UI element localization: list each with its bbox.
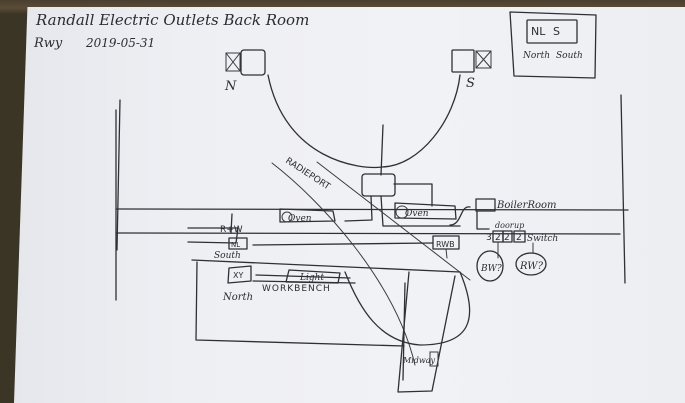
north-under-label: North [222,292,253,303]
outlet-south-label: S [466,76,475,91]
outlet-north-label: N [224,79,237,94]
legend-label-left: North [522,51,550,61]
rwb-box-label: RWB [436,240,455,249]
boiler-room-label: BoilerRoom [496,200,557,211]
midway-box-label: Midway [402,356,435,365]
workbench-label: WORKBENCH [262,284,331,294]
circle-rw-label: RW? [519,261,544,272]
boiler-room: BoilerRoom [449,198,557,230]
cable-north-south [267,74,461,169]
paper-sheet [14,7,685,403]
legend-symbol-right: S [553,25,560,38]
circle-bw-label: BW? [480,264,502,274]
outlet-south: S [451,49,492,91]
light-box: Light WORKBENCH [262,269,341,294]
radiator-pipe-line [271,162,416,366]
oven-left: Oven [279,208,336,224]
author-initials: Rwy [33,36,63,51]
wall-right-vertical [620,94,626,284]
legend-label-right: South [556,51,583,61]
cable-drop [380,124,384,176]
outlet-north: N [224,49,266,94]
rw-box-sub-label: NL [231,241,240,249]
switch-label: Switch [527,234,558,244]
diagonal-pipe-line [316,161,471,281]
circle-rw: RW? [515,242,547,276]
sketch-title: Randall Electric Outlets Back Room [35,11,309,29]
legend-symbol-left: NL [531,25,546,38]
xy-box: XY North [222,265,253,303]
wall-top-horizontal [115,208,629,211]
switch-prefix: 3 [486,233,492,243]
switch-left-num-2: 2 [504,233,510,243]
midway-box: Midway [397,271,456,393]
switch-left-num: 2 [495,233,501,243]
legend-box: NL S North South [509,11,597,79]
south-under-label: South [214,251,241,261]
switch-right-num: 2 [516,233,522,243]
circle-bw: BW? [476,242,504,282]
oven-right: Oven [394,202,457,220]
light-box-label: Light [299,273,324,283]
rw-box: R+W NL South [187,213,434,261]
oven-right-label: Oven [405,209,429,219]
switch-group: door up 3 2 2 2 Switch [486,221,558,244]
rwb-box: RWB [432,235,460,259]
xy-box-label: XY [233,271,243,280]
radiator-pipe-label: RADIEPORT [283,156,332,192]
junction-box [361,173,396,197]
door-sub-label: up [514,221,524,230]
door-label: door [495,221,515,230]
rw-box-label: R+W [220,225,243,235]
sketch-date: 2019-05-31 [85,36,155,50]
wall-bottom-horizontal [115,232,621,235]
oven-left-label: Oven [288,214,312,224]
